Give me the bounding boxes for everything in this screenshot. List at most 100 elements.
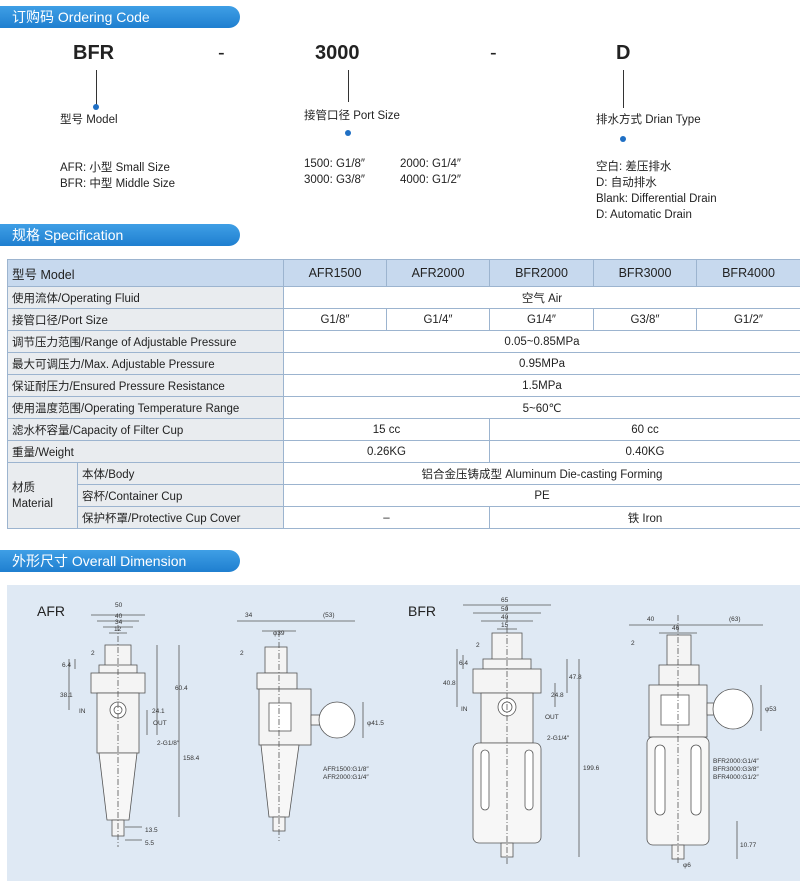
dim-label: 40 — [115, 613, 123, 620]
code-port: 3000 — [315, 42, 360, 64]
dim-label: BFR3000:G3/8″ — [713, 766, 759, 773]
model-line-afr: AFR: 小型 Small Size — [60, 162, 170, 174]
spec-row-cover: 保护杯罩/Protective Cup Cover – 铁 Iron — [8, 506, 800, 529]
spec-row-max: 最大可调压力/Max. Adjustable Pressure 0.95MPa — [7, 352, 800, 375]
spec-value: G1/4″ — [386, 308, 490, 331]
section-overall-dimension: 外形尺寸 Overall Dimension — [0, 550, 240, 572]
leader-drain — [623, 70, 624, 108]
drain-line-2: D: 自动排水 — [596, 177, 657, 189]
leader-dot-model — [93, 104, 99, 110]
spec-label: 容杯/Container Cup — [77, 484, 284, 507]
spec-value: 铁 Iron — [489, 506, 800, 529]
afr-side-drawing — [237, 620, 364, 841]
drain-line-3: Blank: Differential Drain — [596, 193, 717, 205]
spec-header-afr1500: AFR1500 — [283, 259, 387, 287]
leader-dot-drain — [620, 136, 626, 142]
spec-header-bfr4000: BFR4000 — [696, 259, 800, 287]
code-model: BFR — [73, 42, 115, 64]
spec-value: 空气 Air — [283, 286, 800, 309]
dim-label: 40 — [647, 616, 655, 623]
dim-label: 40 — [501, 614, 509, 621]
spec-label: 使用流体/Operating Fluid — [7, 286, 284, 309]
spec-value: PE — [283, 484, 800, 507]
leader-dot-port — [345, 130, 351, 136]
spec-header-afr2000: AFR2000 — [386, 259, 490, 287]
spec-label: 滤水杯容量/Capacity of Filter Cup — [7, 418, 284, 441]
dim-label: (53) — [323, 612, 335, 619]
dim-label: 38.1 — [60, 692, 73, 699]
spec-row-fluid: 使用流体/Operating Fluid 空气 Air — [7, 286, 800, 309]
code-dash-1: - — [218, 42, 225, 64]
spec-header-bfr2000: BFR2000 — [489, 259, 594, 287]
port-line-1500: 1500: G1/8″ — [304, 158, 365, 170]
dim-label: 34 — [115, 619, 123, 626]
spec-header-model: 型号 Model — [7, 259, 284, 287]
spec-value: 60 cc — [489, 418, 800, 441]
spec-material-label: 材质 Material — [7, 462, 78, 529]
spec-row-body: 材质 Material 本体/Body 铝合金压铸成型 Aluminum Die… — [7, 462, 800, 529]
spec-header-bfr3000: BFR3000 — [593, 259, 697, 287]
spec-row-port: 接管口径/Port Size G1/8″ G1/4″ G1/4″ G3/8″ G… — [7, 308, 800, 331]
dimension-panel: AFR BFR — [7, 585, 800, 881]
afr-label: AFR — [37, 603, 65, 619]
dim-label: 2 — [240, 650, 244, 657]
dim-label: 50 — [501, 606, 509, 613]
spec-label: 保护杯罩/Protective Cup Cover — [77, 506, 284, 529]
afr-front-drawing — [68, 614, 180, 847]
spec-row-range: 调节压力范围/Range of Adjustable Pressure 0.05… — [7, 330, 800, 353]
leader-model — [96, 70, 97, 108]
dim-label: 50 — [115, 602, 123, 609]
bfr-front-labels: 65 50 40 15 2 6.4 40.8 47.8 24.8 199.6 I… — [443, 597, 600, 772]
dim-label: AFR2000:G1/4″ — [323, 774, 369, 781]
dim-label: BFR4000:G1/2″ — [713, 774, 759, 781]
afr-front-labels: 50 40 34 12 2 6.4 60.4 38.1 24.1 158.4 1… — [60, 602, 200, 847]
spec-material-cn: 材质 — [12, 481, 35, 494]
spec-value: G1/2″ — [696, 308, 800, 331]
dim-label: 12 — [114, 626, 122, 633]
dim-label: 2 — [91, 650, 95, 657]
dimension-drawings: 50 40 34 12 2 6.4 60.4 38.1 24.1 158.4 1… — [60, 597, 777, 869]
dim-label: 2 — [631, 640, 635, 647]
spec-label: 最大可调压力/Max. Adjustable Pressure — [7, 352, 284, 375]
dim-label: IN — [461, 706, 468, 713]
spec-label: 接管口径/Port Size — [7, 308, 284, 331]
port-title: 接管口径 Port Size — [304, 110, 400, 122]
code-drain: D — [616, 42, 631, 64]
spec-table: 型号 Model AFR1500 AFR2000 BFR2000 BFR3000… — [7, 259, 800, 529]
dim-label: 5.5 — [145, 840, 154, 847]
dim-label: 158.4 — [183, 755, 200, 762]
spec-label: 保证耐压力/Ensured Pressure Resistance — [7, 374, 284, 397]
spec-value: G1/4″ — [489, 308, 594, 331]
spec-value: 铝合金压铸成型 Aluminum Die-casting Forming — [283, 462, 800, 485]
bfr-label: BFR — [408, 603, 436, 619]
dim-label: AFR1500:G1/8″ — [323, 766, 369, 773]
drain-title: 排水方式 Drian Type — [596, 114, 701, 126]
spec-row-weight: 重量/Weight 0.26KG 0.40KG — [7, 440, 800, 463]
dim-label: IN — [79, 708, 86, 715]
bfr-side-labels: 40 (63) 46 2 φ53 10.77 φ6 BFR2000:G1/4″ … — [631, 616, 777, 869]
dim-label: 199.6 — [583, 765, 600, 772]
dim-label: 10.77 — [740, 842, 757, 849]
spec-header-row: 型号 Model AFR1500 AFR2000 BFR2000 BFR3000… — [7, 259, 800, 287]
dim-label: 2-G1/8″ — [157, 740, 180, 747]
dim-label: 6.4 — [62, 662, 71, 669]
dim-label: 47.8 — [569, 674, 582, 681]
spec-value: G3/8″ — [593, 308, 697, 331]
port-line-4000: 4000: G1/2″ — [400, 174, 461, 186]
dim-label: 15 — [501, 622, 509, 629]
dim-label: 46 — [672, 625, 680, 632]
dim-label: 24.8 — [551, 692, 564, 699]
dim-label: φ41.5 — [367, 720, 384, 727]
dim-label: φ39 — [273, 630, 285, 637]
bfr-side-drawing — [629, 615, 763, 865]
model-line-bfr: BFR: 中型 Middle Size — [60, 178, 176, 190]
dim-label: 6.4 — [459, 660, 468, 667]
spec-material-en: Material — [12, 497, 53, 510]
spec-value: 0.26KG — [283, 440, 490, 463]
dim-label: 2 — [476, 642, 480, 649]
spec-label: 重量/Weight — [7, 440, 284, 463]
spec-value: 0.40KG — [489, 440, 800, 463]
bfr-front-drawing — [456, 604, 580, 865]
spec-value: 1.5MPa — [283, 374, 800, 397]
spec-value: – — [283, 506, 490, 529]
